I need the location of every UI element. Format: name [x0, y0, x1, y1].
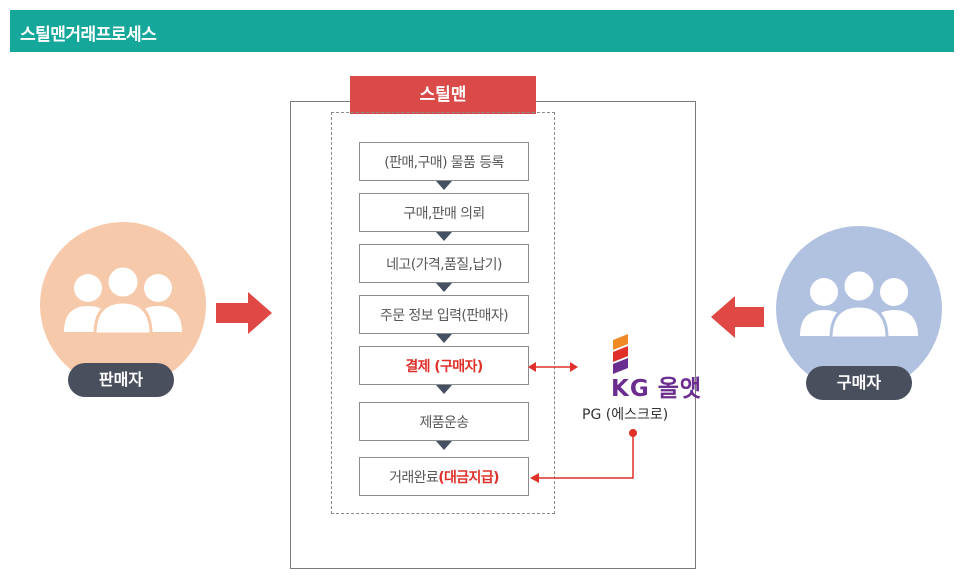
down-arrow-icon	[436, 441, 452, 450]
down-arrow-icon	[436, 181, 452, 190]
arrow-left-icon	[530, 473, 539, 483]
step-complete: 거래완료(대금지급)	[359, 457, 529, 496]
step-shipping: 제품운송	[359, 402, 529, 441]
seller-arrow-icon	[216, 292, 272, 334]
kg-logo-mark-icon	[613, 334, 628, 374]
process-dashed-box	[331, 112, 555, 514]
step-complete-highlight: (대금지급)	[438, 469, 499, 486]
down-arrow-icon	[436, 232, 452, 241]
step-payment: 결제 (구매자)	[359, 346, 529, 385]
buyer-group-icon	[800, 268, 918, 340]
buyer-label: 구매자	[806, 366, 912, 400]
header-bar: 스틸맨거래프로세스	[10, 10, 954, 52]
buyer-circle	[776, 226, 942, 392]
down-arrow-icon	[436, 385, 452, 394]
seller-circle	[40, 222, 206, 388]
arrow-right-icon	[570, 362, 578, 372]
kg-logo-text: KG 올앳	[611, 369, 702, 403]
pg-complete-connector	[538, 433, 634, 479]
seller-label: 판매자	[68, 363, 174, 397]
seller-group-icon	[64, 264, 182, 336]
step-complete-text: 거래완료	[389, 469, 439, 486]
step-request: 구매,판매 의뢰	[359, 193, 529, 232]
down-arrow-icon	[436, 334, 452, 343]
step-register-item: (판매,구매) 물품 등록	[359, 142, 529, 181]
page-title: 스틸맨거래프로세스	[20, 25, 157, 45]
step-negotiation: 네고(가격,품질,납기)	[359, 244, 529, 283]
platform-title-tab: 스틸맨	[350, 76, 536, 114]
kg-logo-name: 올앳	[657, 376, 703, 402]
down-arrow-icon	[436, 283, 452, 292]
arrow-left-icon	[528, 362, 536, 372]
step-order-info: 주문 정보 입력(판매자)	[359, 295, 529, 334]
buyer-arrow-icon	[711, 296, 764, 338]
pg-escrow-label: PG (에스크로)	[582, 407, 669, 423]
kg-logo-kg: KG	[611, 376, 650, 402]
